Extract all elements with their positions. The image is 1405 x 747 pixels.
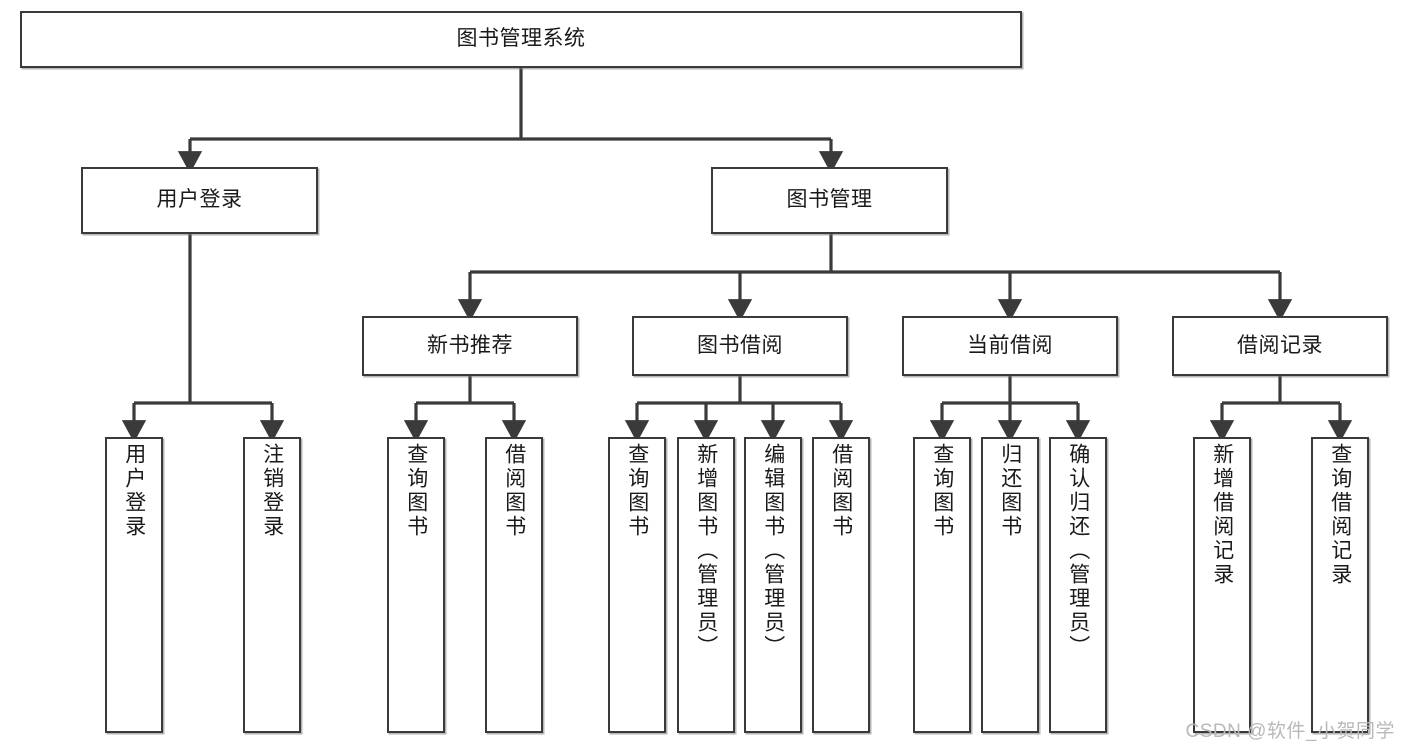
- node-leaf-confirm-return[interactable]: 确认归还（管理员）: [1049, 437, 1107, 733]
- node-leaf-user-logout-label: 注销登录: [260, 443, 284, 539]
- node-leaf-user-logout[interactable]: 注销登录: [243, 437, 301, 733]
- node-root-label: 图书管理系统: [456, 27, 586, 51]
- node-leaf-query-book-1[interactable]: 查询图书: [387, 437, 445, 733]
- csdn-watermark: CSDN @软件_小贺同学: [1185, 721, 1395, 742]
- node-leaf-query-book-2-label: 查询图书: [625, 443, 649, 539]
- node-new-book-recommend[interactable]: 新书推荐: [362, 316, 578, 376]
- node-leaf-add-record[interactable]: 新增借阅记录: [1193, 437, 1251, 733]
- node-leaf-query-record-label: 查询借阅记录: [1328, 443, 1352, 587]
- node-leaf-add-record-label: 新增借阅记录: [1210, 443, 1234, 587]
- node-current-borrow[interactable]: 当前借阅: [902, 316, 1118, 376]
- node-current-borrow-label: 当前借阅: [967, 333, 1053, 357]
- node-new-book-recommend-label: 新书推荐: [427, 333, 513, 357]
- node-leaf-confirm-return-label: 确认归还（管理员）: [1066, 443, 1090, 659]
- node-leaf-query-book-3[interactable]: 查询图书: [913, 437, 971, 733]
- node-root[interactable]: 图书管理系统: [20, 11, 1022, 68]
- node-leaf-add-book[interactable]: 新增图书（管理员）: [677, 437, 735, 733]
- node-user-login-label: 用户登录: [156, 188, 243, 212]
- node-book-borrow[interactable]: 图书借阅: [632, 316, 848, 376]
- node-leaf-add-book-label: 新增图书（管理员）: [694, 443, 718, 659]
- node-leaf-query-book-2[interactable]: 查询图书: [608, 437, 666, 733]
- node-leaf-query-book-3-label: 查询图书: [930, 443, 954, 539]
- node-leaf-user-login[interactable]: 用户登录: [105, 437, 163, 733]
- node-book-management[interactable]: 图书管理: [711, 167, 948, 234]
- node-book-management-label: 图书管理: [786, 188, 873, 212]
- node-leaf-edit-book[interactable]: 编辑图书（管理员）: [744, 437, 802, 733]
- node-leaf-borrow-book-2[interactable]: 借阅图书: [812, 437, 870, 733]
- node-leaf-query-book-1-label: 查询图书: [404, 443, 428, 539]
- node-leaf-user-login-label: 用户登录: [122, 443, 146, 539]
- node-leaf-borrow-book-2-label: 借阅图书: [829, 443, 853, 539]
- node-borrow-record[interactable]: 借阅记录: [1172, 316, 1388, 376]
- node-book-borrow-label: 图书借阅: [697, 333, 783, 357]
- node-leaf-return-book-label: 归还图书: [998, 443, 1022, 539]
- node-leaf-borrow-book-1[interactable]: 借阅图书: [485, 437, 543, 733]
- node-leaf-edit-book-label: 编辑图书（管理员）: [761, 443, 785, 659]
- node-leaf-query-record[interactable]: 查询借阅记录: [1311, 437, 1369, 733]
- node-user-login[interactable]: 用户登录: [81, 167, 318, 234]
- node-leaf-return-book[interactable]: 归还图书: [981, 437, 1039, 733]
- node-leaf-borrow-book-1-label: 借阅图书: [502, 443, 526, 539]
- node-borrow-record-label: 借阅记录: [1237, 333, 1323, 357]
